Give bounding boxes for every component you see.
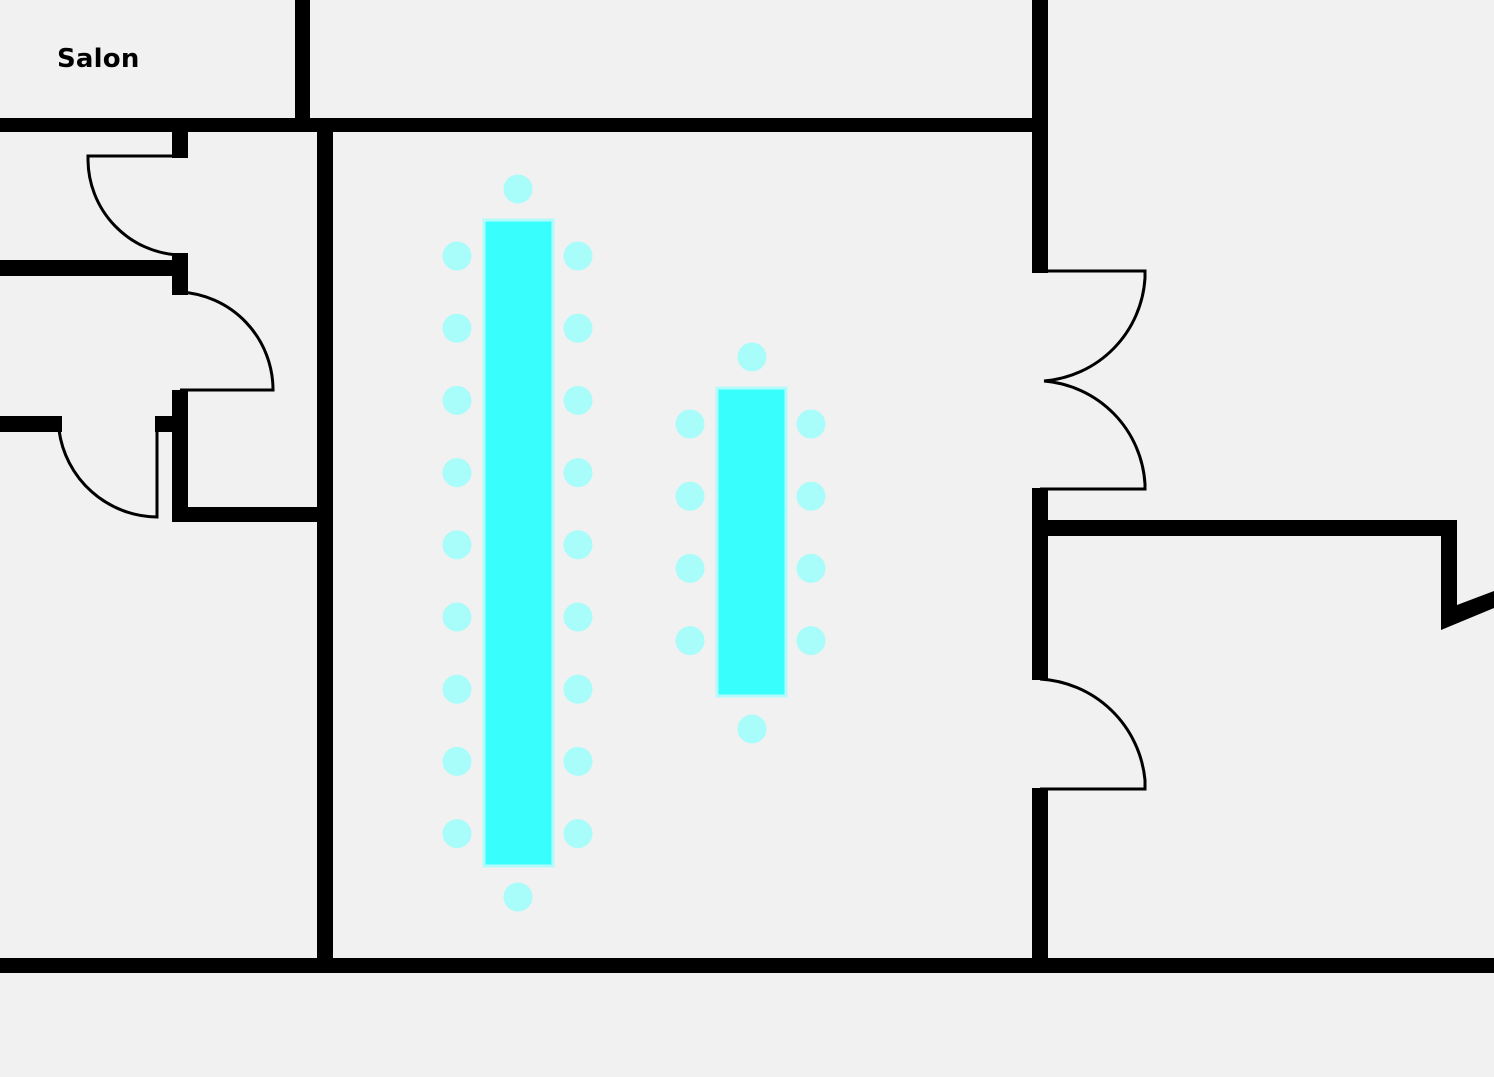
wall-left-horizontal-c [0,416,62,432]
short-table-chair-left-4 [675,626,705,656]
long-table-chair-right-1 [563,241,593,271]
door-right-double-lower [1040,379,1147,491]
wall-left-horizontal-b [172,507,322,522]
short-table-chair-foot [737,714,767,744]
long-table-chair-right-3 [563,385,593,415]
door-left-bottom [57,429,159,519]
long-table-chair-right-8 [563,746,593,776]
wall-center-left-vertical [317,118,333,973]
short-table-chair-left-3 [675,553,705,583]
wall-top-right-vertical [1032,0,1048,126]
long-table-chair-left-2 [442,313,472,343]
door-right-double-upper [1040,269,1147,383]
short-table-chair-right-2 [796,481,826,511]
long-table-chair-head [503,174,533,204]
furniture [442,174,826,912]
long-table-chair-right-5 [563,530,593,560]
wall-center-right-lower [1032,788,1048,973]
wall-center-right-middle [1032,488,1048,680]
long-table-chair-right-9 [563,819,593,849]
wall-center-right-upper [1032,118,1048,273]
wall-top-left-vertical [295,0,310,126]
short-table[interactable] [715,386,788,698]
door-left-middle [179,290,275,392]
long-table-chair-foot [503,882,533,912]
long-table-chair-left-5 [442,530,472,560]
short-table-chair-right-3 [796,553,826,583]
long-table[interactable] [482,218,555,868]
chairs [442,174,826,912]
long-table-chair-left-4 [442,458,472,488]
wall-left-stub-c [172,390,188,522]
long-table-chair-left-8 [442,746,472,776]
short-table-chair-left-1 [675,409,705,439]
wall-right-room-top [1032,520,1457,536]
long-table-chair-right-6 [563,602,593,632]
short-table-chair-right-4 [796,626,826,656]
door-right-lower [1039,677,1147,791]
door-left-top [86,154,179,257]
long-table-chair-left-1 [442,241,472,271]
long-table-chair-right-7 [563,674,593,704]
wall-right-room-corner [1441,520,1494,630]
walls [0,0,1494,973]
long-table-chair-right-2 [563,313,593,343]
wall-left-horizontal-a [0,260,188,276]
wall-top-horizontal [0,118,1048,132]
long-table-chair-left-3 [442,385,472,415]
wall-left-stub-d [155,416,175,432]
wall-bottom-horizontal [0,958,1494,973]
long-table-chair-left-7 [442,674,472,704]
long-table-chair-left-6 [442,602,472,632]
short-table-chair-left-2 [675,481,705,511]
doors [57,154,1147,791]
short-table-chair-right-1 [796,409,826,439]
long-table-chair-right-4 [563,458,593,488]
room-label-salon: Salon [57,44,140,74]
wall-left-stub-a [172,118,188,158]
short-table-chair-head [737,342,767,372]
long-table-chair-left-9 [442,819,472,849]
